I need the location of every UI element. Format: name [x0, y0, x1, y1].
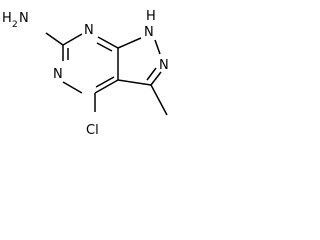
- bond-n5-c4: [62, 81, 83, 94]
- amine-h-count-label: 2: [12, 20, 18, 30]
- ring-n-top-label: N: [84, 23, 94, 38]
- bond-c3-c3a: [117, 79, 152, 86]
- bond-c7a-n7-single: [97, 36, 119, 49]
- ring-n-left-label: N: [53, 67, 63, 82]
- chemical-structure-diagram: H 2 N N N H N N Cl: [2, 9, 169, 138]
- pyrazole-n-label: N: [159, 58, 169, 73]
- bond-c7a-n1: [117, 37, 142, 49]
- bond-n1-n2: [154, 39, 161, 55]
- bond-n2-c3-double: [146, 67, 157, 81]
- nh-n-label: N: [144, 25, 154, 40]
- bond-c4-c3a-single: [94, 79, 119, 94]
- amine-n-label: N: [19, 11, 29, 26]
- bond-c6-nh2: [45, 32, 64, 46]
- bond-c4-c3a-double: [95, 76, 115, 88]
- chloro-label: Cl: [86, 123, 99, 138]
- nh-h-label: H: [146, 9, 156, 24]
- bond-c7a-n7-double: [96, 42, 113, 52]
- bond-c3-methyl: [150, 84, 168, 116]
- amine-h-label: H: [2, 11, 12, 26]
- bond-c6-n7: [62, 33, 83, 46]
- bond-n2-c3-single: [150, 71, 162, 86]
